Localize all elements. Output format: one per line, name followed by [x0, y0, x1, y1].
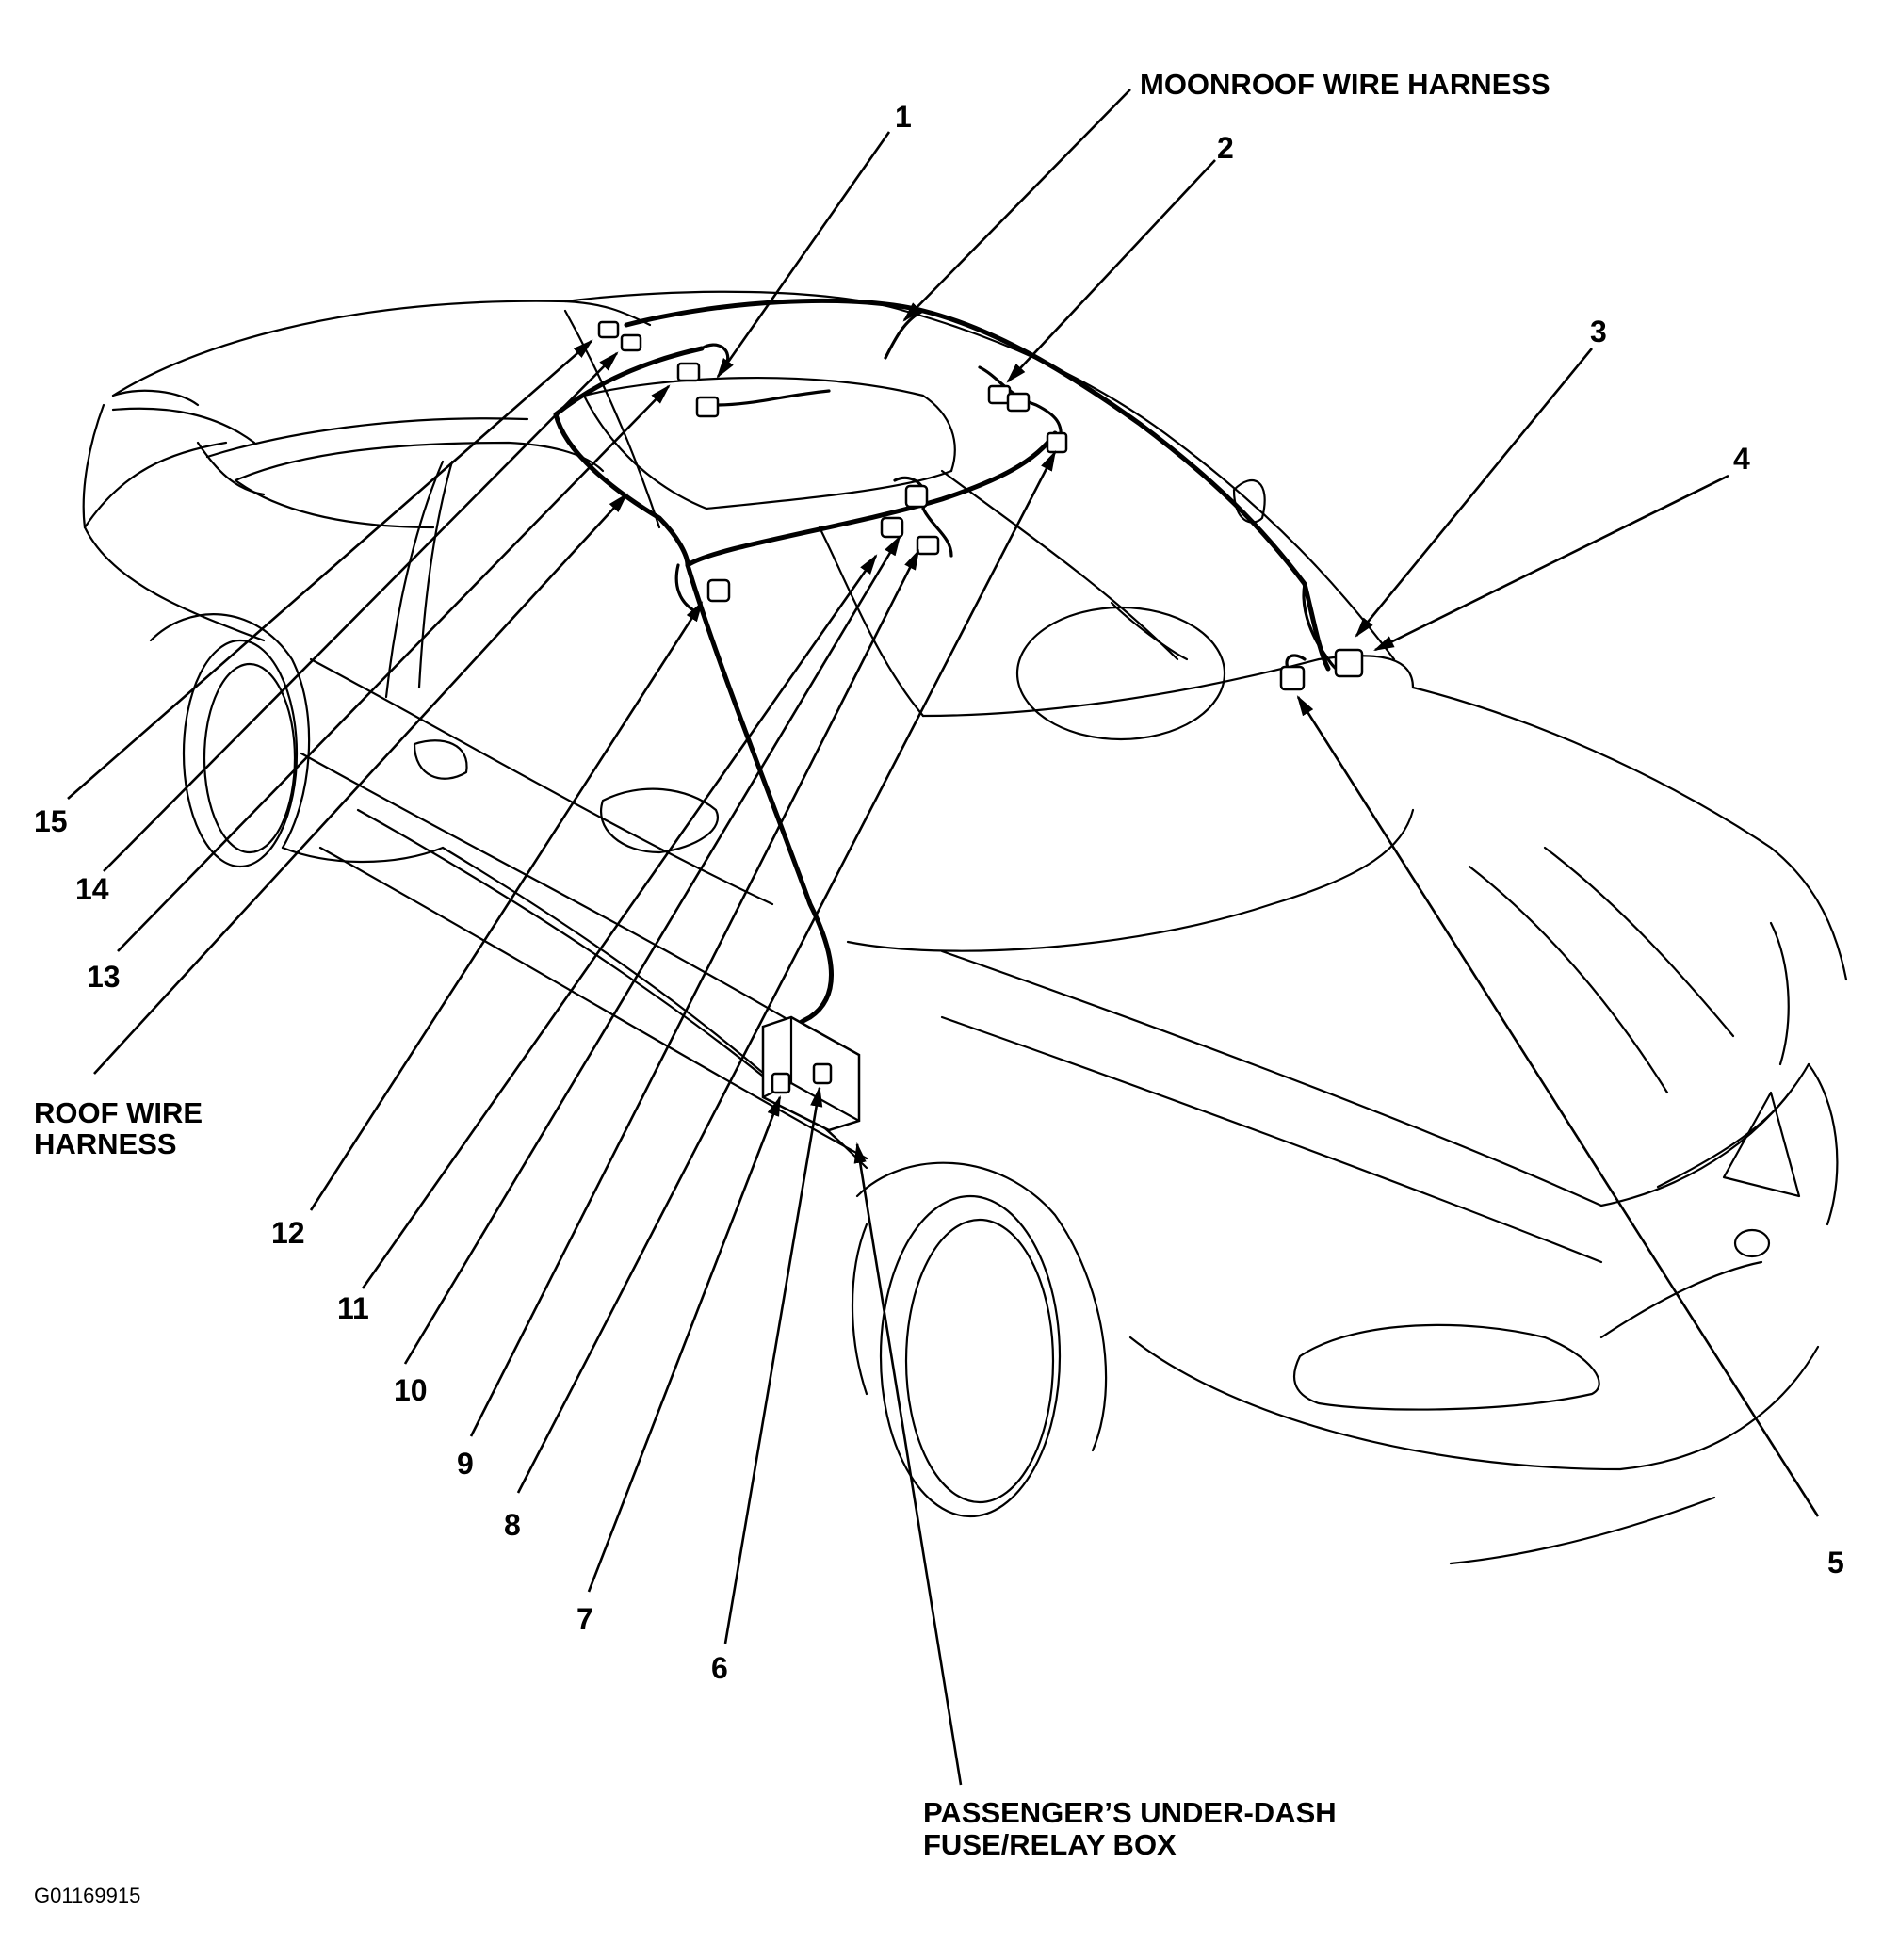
- leader-14: [103, 351, 619, 872]
- leader-3: [1355, 348, 1594, 638]
- callout-2: 2: [1217, 131, 1234, 165]
- leader-moonroof: [902, 89, 1131, 322]
- leader-1: [716, 131, 891, 379]
- leader-10: [403, 535, 901, 1365]
- connector-15: [597, 320, 620, 339]
- callout-15: 15: [34, 804, 68, 838]
- leader-roof: [93, 493, 628, 1075]
- connectors: [597, 320, 1364, 1132]
- connector-2a: [987, 384, 1012, 405]
- leader-12: [309, 601, 704, 1211]
- connector-5: [1279, 665, 1306, 691]
- callout-7: 7: [576, 1602, 593, 1636]
- leader-8: [516, 450, 1057, 1494]
- leader-2: [1006, 159, 1216, 383]
- callout-6: 6: [711, 1651, 728, 1685]
- callout-3: 3: [1590, 315, 1607, 348]
- connector-2b: [1006, 392, 1031, 413]
- wire-harnesses: [553, 298, 1358, 1048]
- leader-7: [587, 1094, 782, 1593]
- callout-4: 4: [1733, 442, 1750, 476]
- label-roof-wire-harness-line1: ROOF WIRE: [34, 1096, 203, 1129]
- leader-fusebox: [853, 1142, 963, 1786]
- callout-labels: MOONROOF WIRE HARNESS 1 2 3 4 5 6 7 8 9 …: [34, 68, 1844, 1907]
- connector-10: [916, 535, 940, 556]
- label-fuse-box-line2: FUSE/RELAY BOX: [923, 1828, 1177, 1861]
- connector-13: [676, 362, 701, 382]
- callout-11: 11: [337, 1291, 369, 1325]
- callout-13: 13: [87, 960, 121, 994]
- connector-6a: [771, 1072, 791, 1094]
- callout-8: 8: [504, 1508, 521, 1542]
- callout-5: 5: [1827, 1546, 1844, 1579]
- leader-4: [1373, 474, 1729, 652]
- connector-9: [880, 516, 904, 539]
- connector-6b: [812, 1062, 833, 1085]
- callout-1: 1: [895, 100, 912, 134]
- connector-1: [695, 396, 720, 418]
- label-roof-wire-harness-line2: HARNESS: [34, 1127, 177, 1160]
- leader-lines: [67, 89, 1820, 1786]
- connector-14: [620, 333, 642, 352]
- label-moonroof-wire-harness: MOONROOF WIRE HARNESS: [1140, 68, 1550, 101]
- callout-14: 14: [75, 872, 109, 906]
- leader-13: [117, 384, 671, 952]
- leader-6: [723, 1085, 823, 1644]
- figure-id: G01169915: [34, 1884, 140, 1907]
- leader-9: [469, 549, 920, 1437]
- leader-15: [67, 339, 593, 800]
- callout-10: 10: [394, 1373, 428, 1407]
- connector-3: [1334, 648, 1364, 678]
- connector-8: [904, 484, 929, 509]
- callout-12: 12: [271, 1216, 305, 1250]
- connector-12: [706, 578, 731, 603]
- car-body: [82, 290, 1848, 1565]
- leader-11: [361, 554, 878, 1289]
- leader-5: [1296, 695, 1820, 1517]
- label-fuse-box-line1: PASSENGER’S UNDER-DASH: [923, 1796, 1337, 1829]
- connector-7-top: [1046, 431, 1068, 454]
- callout-9: 9: [457, 1447, 474, 1481]
